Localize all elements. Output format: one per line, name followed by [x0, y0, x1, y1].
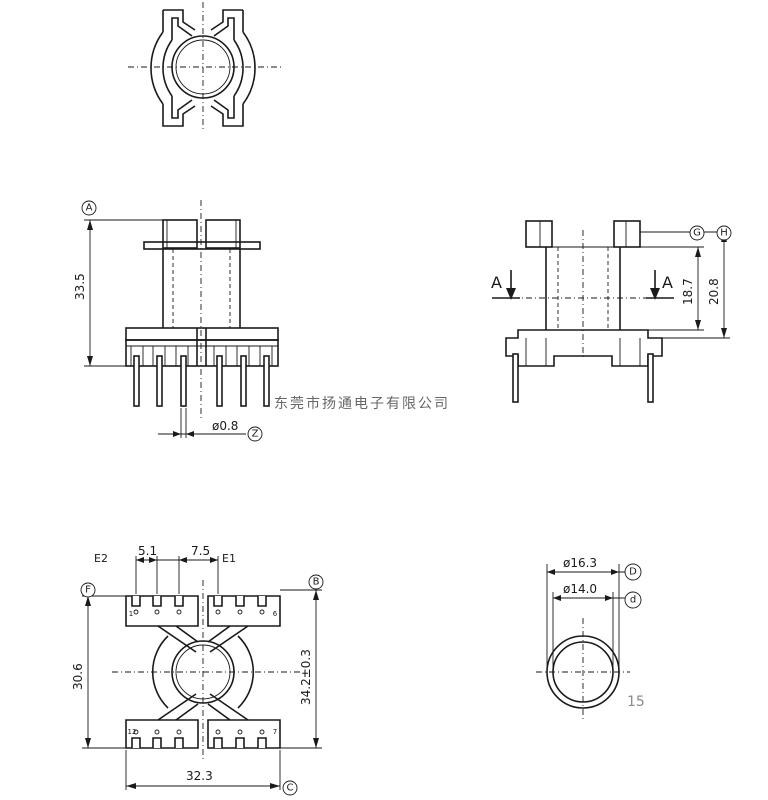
ref-e2-label: E2 — [94, 552, 108, 565]
base-depth-label: 30.6 — [71, 663, 85, 690]
pitch-a-label: 5.1 — [138, 544, 157, 558]
pin-number-bottom-right: 7 — [273, 728, 277, 736]
section-label-left: A — [491, 273, 502, 292]
ref-a-label: A — [86, 203, 93, 214]
ref-h-label: H — [720, 228, 728, 239]
top-view — [128, 2, 282, 132]
height-total-label: 33.5 — [73, 273, 87, 300]
ref-g-label: G — [693, 228, 701, 239]
pin-number-bottom-left: 12 — [128, 728, 137, 736]
ref-c-label: C — [287, 783, 294, 794]
pitch-b-label: 7.5 — [191, 544, 210, 558]
ref-b-label: B — [313, 577, 320, 588]
pin-number-top-right: 6 — [273, 610, 278, 618]
flange-height-label: 20.8 — [707, 278, 721, 305]
watermark: 东莞市扬通电子有限公司 — [274, 395, 450, 412]
outer-diameter-label: ø16.3 — [563, 556, 597, 570]
pin-diameter-label: ø0.8 — [212, 419, 238, 433]
section-label-right: A — [662, 273, 673, 292]
bottom-view: 1 6 12 7 5.1 7.5 E2 E1 30.6 F — [71, 544, 324, 796]
ref-d-upper-label: D — [629, 567, 637, 578]
pin-number-top-left: 1 — [129, 610, 133, 618]
section-height-label: 18.7 — [681, 278, 695, 305]
inner-diameter-label: ø14.0 — [563, 582, 597, 596]
tube-section-view: ø16.3 D ø14.0 d — [536, 556, 642, 722]
base-width-label: 32.3 — [186, 769, 213, 783]
front-view: 33.5 A ø0.8 Z — [73, 200, 279, 442]
ref-d-lower-label: d — [630, 595, 636, 606]
overall-width-label: 34.2±0.3 — [299, 649, 313, 705]
ref-e1-label: E1 — [222, 552, 236, 565]
page-number: 15 — [627, 694, 645, 710]
ref-z-label: Z — [252, 429, 259, 440]
ref-f-label: F — [85, 585, 91, 596]
side-view: A A 18.7 20.8 G H — [491, 220, 732, 403]
